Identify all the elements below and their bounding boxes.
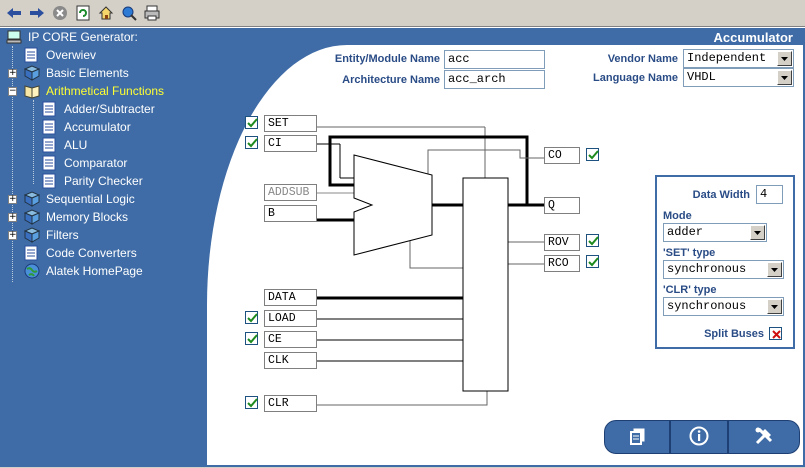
pin-rco: RCO xyxy=(544,255,580,272)
co-checkbox[interactable] xyxy=(586,148,599,161)
tree-item-accumulator[interactable]: Accumulator xyxy=(42,118,131,136)
info-button[interactable] xyxy=(670,420,728,454)
register-block xyxy=(462,177,509,392)
pin-rov: ROV xyxy=(544,234,580,251)
vendor-label: Vendor Name xyxy=(607,53,678,65)
architecture-name-input[interactable]: acc_arch xyxy=(444,70,545,89)
language-select[interactable]: VHDL xyxy=(683,68,794,87)
book-icon xyxy=(23,191,41,207)
tree-item-alu[interactable]: ALU xyxy=(42,136,87,154)
ce-checkbox[interactable] xyxy=(245,332,258,345)
adder-block xyxy=(353,154,433,256)
document-icon xyxy=(42,137,58,153)
pin-load: LOAD xyxy=(264,310,317,327)
chevron-down-icon xyxy=(777,70,792,85)
tree-item-code-converters[interactable]: Code Converters xyxy=(24,244,137,262)
forward-arrow-icon[interactable] xyxy=(27,4,46,23)
page-title: Accumulator xyxy=(713,30,793,45)
chevron-down-icon xyxy=(767,299,782,314)
split-buses-checkbox[interactable] xyxy=(769,327,782,340)
pin-set: SET xyxy=(264,115,317,132)
home-icon[interactable] xyxy=(96,4,115,23)
set-type-label: 'SET' type xyxy=(663,247,716,259)
expand-filters[interactable]: + xyxy=(8,230,17,240)
search-icon[interactable] xyxy=(119,4,138,23)
pin-clr: CLR xyxy=(264,395,317,412)
document-icon xyxy=(42,155,58,171)
refresh-icon[interactable] xyxy=(73,4,92,23)
info-icon xyxy=(689,426,709,449)
architecture-label: Architecture Name xyxy=(342,74,440,86)
rov-checkbox[interactable] xyxy=(586,234,599,247)
document-icon xyxy=(42,173,58,189)
generate-button[interactable] xyxy=(728,420,800,454)
tree-item-comparator[interactable]: Comparator xyxy=(42,154,127,172)
data-width-label: Data Width xyxy=(692,189,750,201)
ci-checkbox[interactable] xyxy=(245,136,258,149)
pin-q: Q xyxy=(544,197,580,214)
set-type-select[interactable]: synchronous xyxy=(663,260,784,279)
stop-icon[interactable] xyxy=(50,4,69,23)
copy-pages-icon xyxy=(628,427,646,448)
expand-basic-elements[interactable]: + xyxy=(8,68,17,78)
pin-data: DATA xyxy=(264,289,317,306)
vendor-select[interactable]: Independent xyxy=(683,49,794,68)
tree-item-arithmetical-functions[interactable]: Arithmetical Functions xyxy=(24,82,164,100)
document-icon xyxy=(24,47,40,63)
clr-type-label: 'CLR' type xyxy=(663,284,717,296)
pin-b: B xyxy=(264,205,317,222)
back-arrow-icon[interactable] xyxy=(4,4,23,23)
tree-item-basic-elements[interactable]: Basic Elements xyxy=(23,64,129,82)
copy-button[interactable] xyxy=(604,420,670,454)
tree-item-memory-blocks[interactable]: Memory Blocks xyxy=(23,208,128,226)
pin-addsub: ADDSUB xyxy=(264,184,317,201)
computer-icon xyxy=(6,29,22,45)
split-buses-label: Split Buses xyxy=(704,328,764,340)
expand-sequential-logic[interactable]: + xyxy=(8,194,17,204)
pin-ce: CE xyxy=(264,331,317,348)
tree-item-overview[interactable]: Overwiev xyxy=(24,46,96,64)
collapse-arithmetical-functions[interactable]: − xyxy=(8,86,17,96)
load-checkbox[interactable] xyxy=(245,311,258,324)
expand-memory-blocks[interactable]: + xyxy=(8,212,17,222)
globe-icon xyxy=(24,263,40,279)
document-icon xyxy=(42,119,58,135)
chevron-down-icon xyxy=(750,225,765,240)
clr-type-select[interactable]: synchronous xyxy=(663,297,784,316)
chevron-down-icon xyxy=(777,51,792,66)
clr-checkbox[interactable] xyxy=(245,396,258,409)
chevron-down-icon xyxy=(767,262,782,277)
entity-name-input[interactable]: acc xyxy=(444,50,545,69)
print-icon[interactable] xyxy=(142,4,161,23)
rco-checkbox[interactable] xyxy=(586,255,599,268)
book-icon xyxy=(23,65,41,81)
set-checkbox[interactable] xyxy=(245,116,258,129)
tree-item-filters[interactable]: Filters xyxy=(23,226,79,244)
navigation-tree: IP CORE Generator: Overwiev + Basic Elem… xyxy=(0,28,215,468)
pin-co: CO xyxy=(544,147,580,164)
toolbar xyxy=(0,0,805,27)
mode-label: Mode xyxy=(663,210,692,222)
book-icon xyxy=(23,209,41,225)
book-icon xyxy=(23,227,41,243)
tree-item-sequential-logic[interactable]: Sequential Logic xyxy=(23,190,135,208)
data-width-input[interactable]: 4 xyxy=(756,185,783,204)
tree-root: IP CORE Generator: xyxy=(6,28,138,46)
pin-clk: CLK xyxy=(264,352,317,369)
tree-item-parity-checker[interactable]: Parity Checker xyxy=(42,172,143,190)
action-button-bar xyxy=(604,420,800,454)
document-icon xyxy=(42,101,58,117)
entity-label: Entity/Module Name xyxy=(334,53,440,65)
language-label: Language Name xyxy=(593,72,678,84)
tools-icon xyxy=(754,426,774,449)
mode-select[interactable]: adder xyxy=(663,223,767,242)
tree-item-alatek-homepage[interactable]: Alatek HomePage xyxy=(24,262,143,280)
document-icon xyxy=(24,245,40,261)
pin-ci: CI xyxy=(264,135,317,152)
tree-item-adder-subtracter[interactable]: Adder/Subtracter xyxy=(42,100,155,118)
open-book-icon xyxy=(24,83,40,99)
